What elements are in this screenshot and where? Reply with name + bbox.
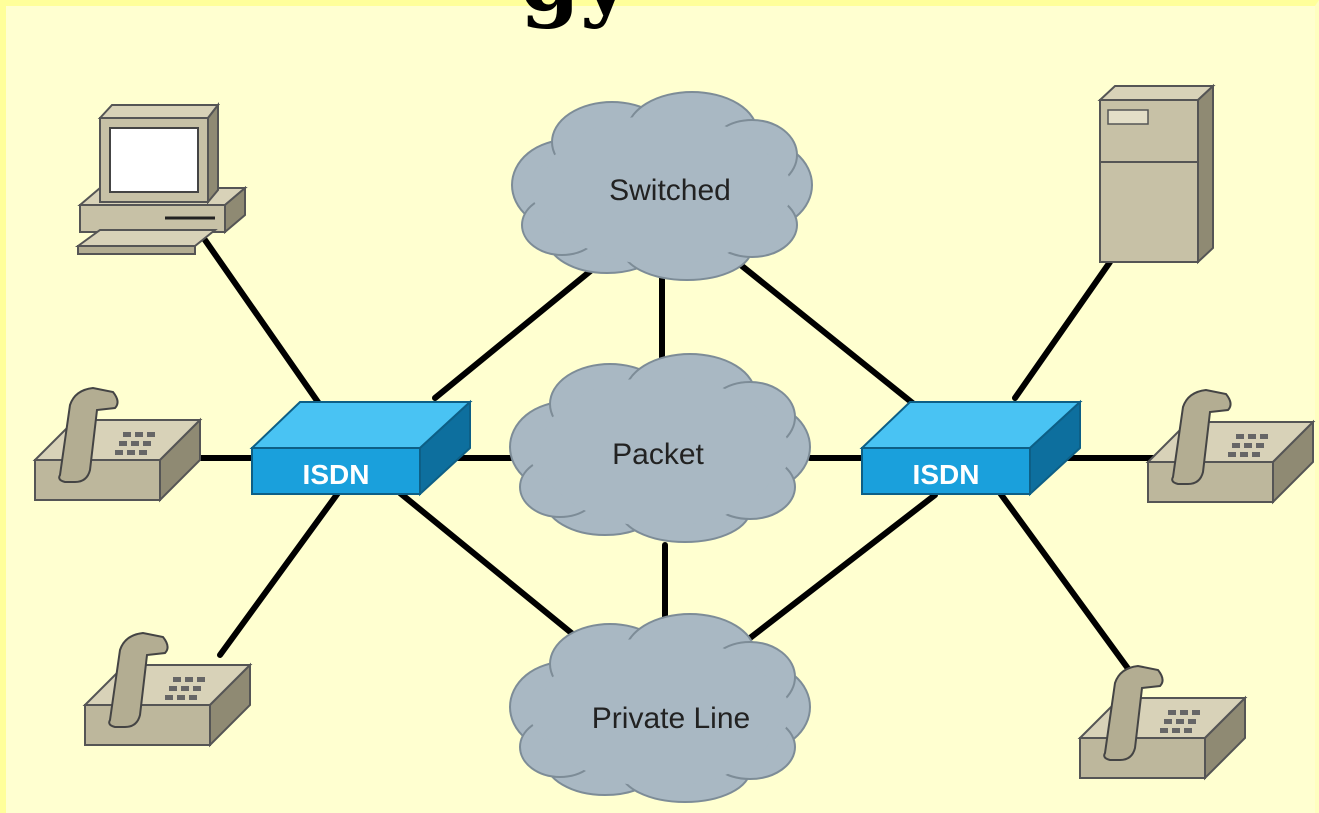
link-left-isdn-switched	[432, 252, 613, 401]
telephone-icon	[1147, 389, 1314, 503]
link-right-isdn-phone2	[997, 490, 1143, 688]
cloud-packet: Packet	[509, 353, 811, 543]
server-tower-icon	[1097, 83, 1216, 265]
cloud-label-private-line: Private Line	[592, 702, 750, 735]
link-left-isdn-private	[397, 490, 583, 643]
telephone-icon	[1079, 665, 1246, 779]
cloud-switched: Switched	[511, 91, 813, 281]
link-right-isdn-server	[1012, 259, 1113, 401]
isdn-switch-icon	[859, 399, 1083, 497]
isdn-switch-left: ISDN	[249, 399, 473, 497]
cloud-label-packet: Packet	[612, 438, 704, 471]
isdn-label-right: ISDN	[913, 459, 980, 490]
isdn-label-left: ISDN	[303, 459, 370, 490]
link-computer-left-isdn	[202, 237, 323, 408]
link-private-right-isdn	[747, 492, 938, 641]
cloud-private-line: Private Line	[509, 613, 811, 803]
link-switched-right-isdn	[734, 259, 918, 408]
isdn-switch-icon	[249, 399, 473, 497]
isdn-switch-right: ISDN	[859, 399, 1083, 497]
link-phone-left2-isdn	[217, 490, 341, 658]
computer-icon	[74, 102, 248, 255]
network-links	[197, 237, 1173, 688]
title-fragment: gy	[520, 0, 630, 24]
telephone-icon	[34, 387, 201, 501]
cloud-label-switched: Switched	[609, 174, 731, 207]
